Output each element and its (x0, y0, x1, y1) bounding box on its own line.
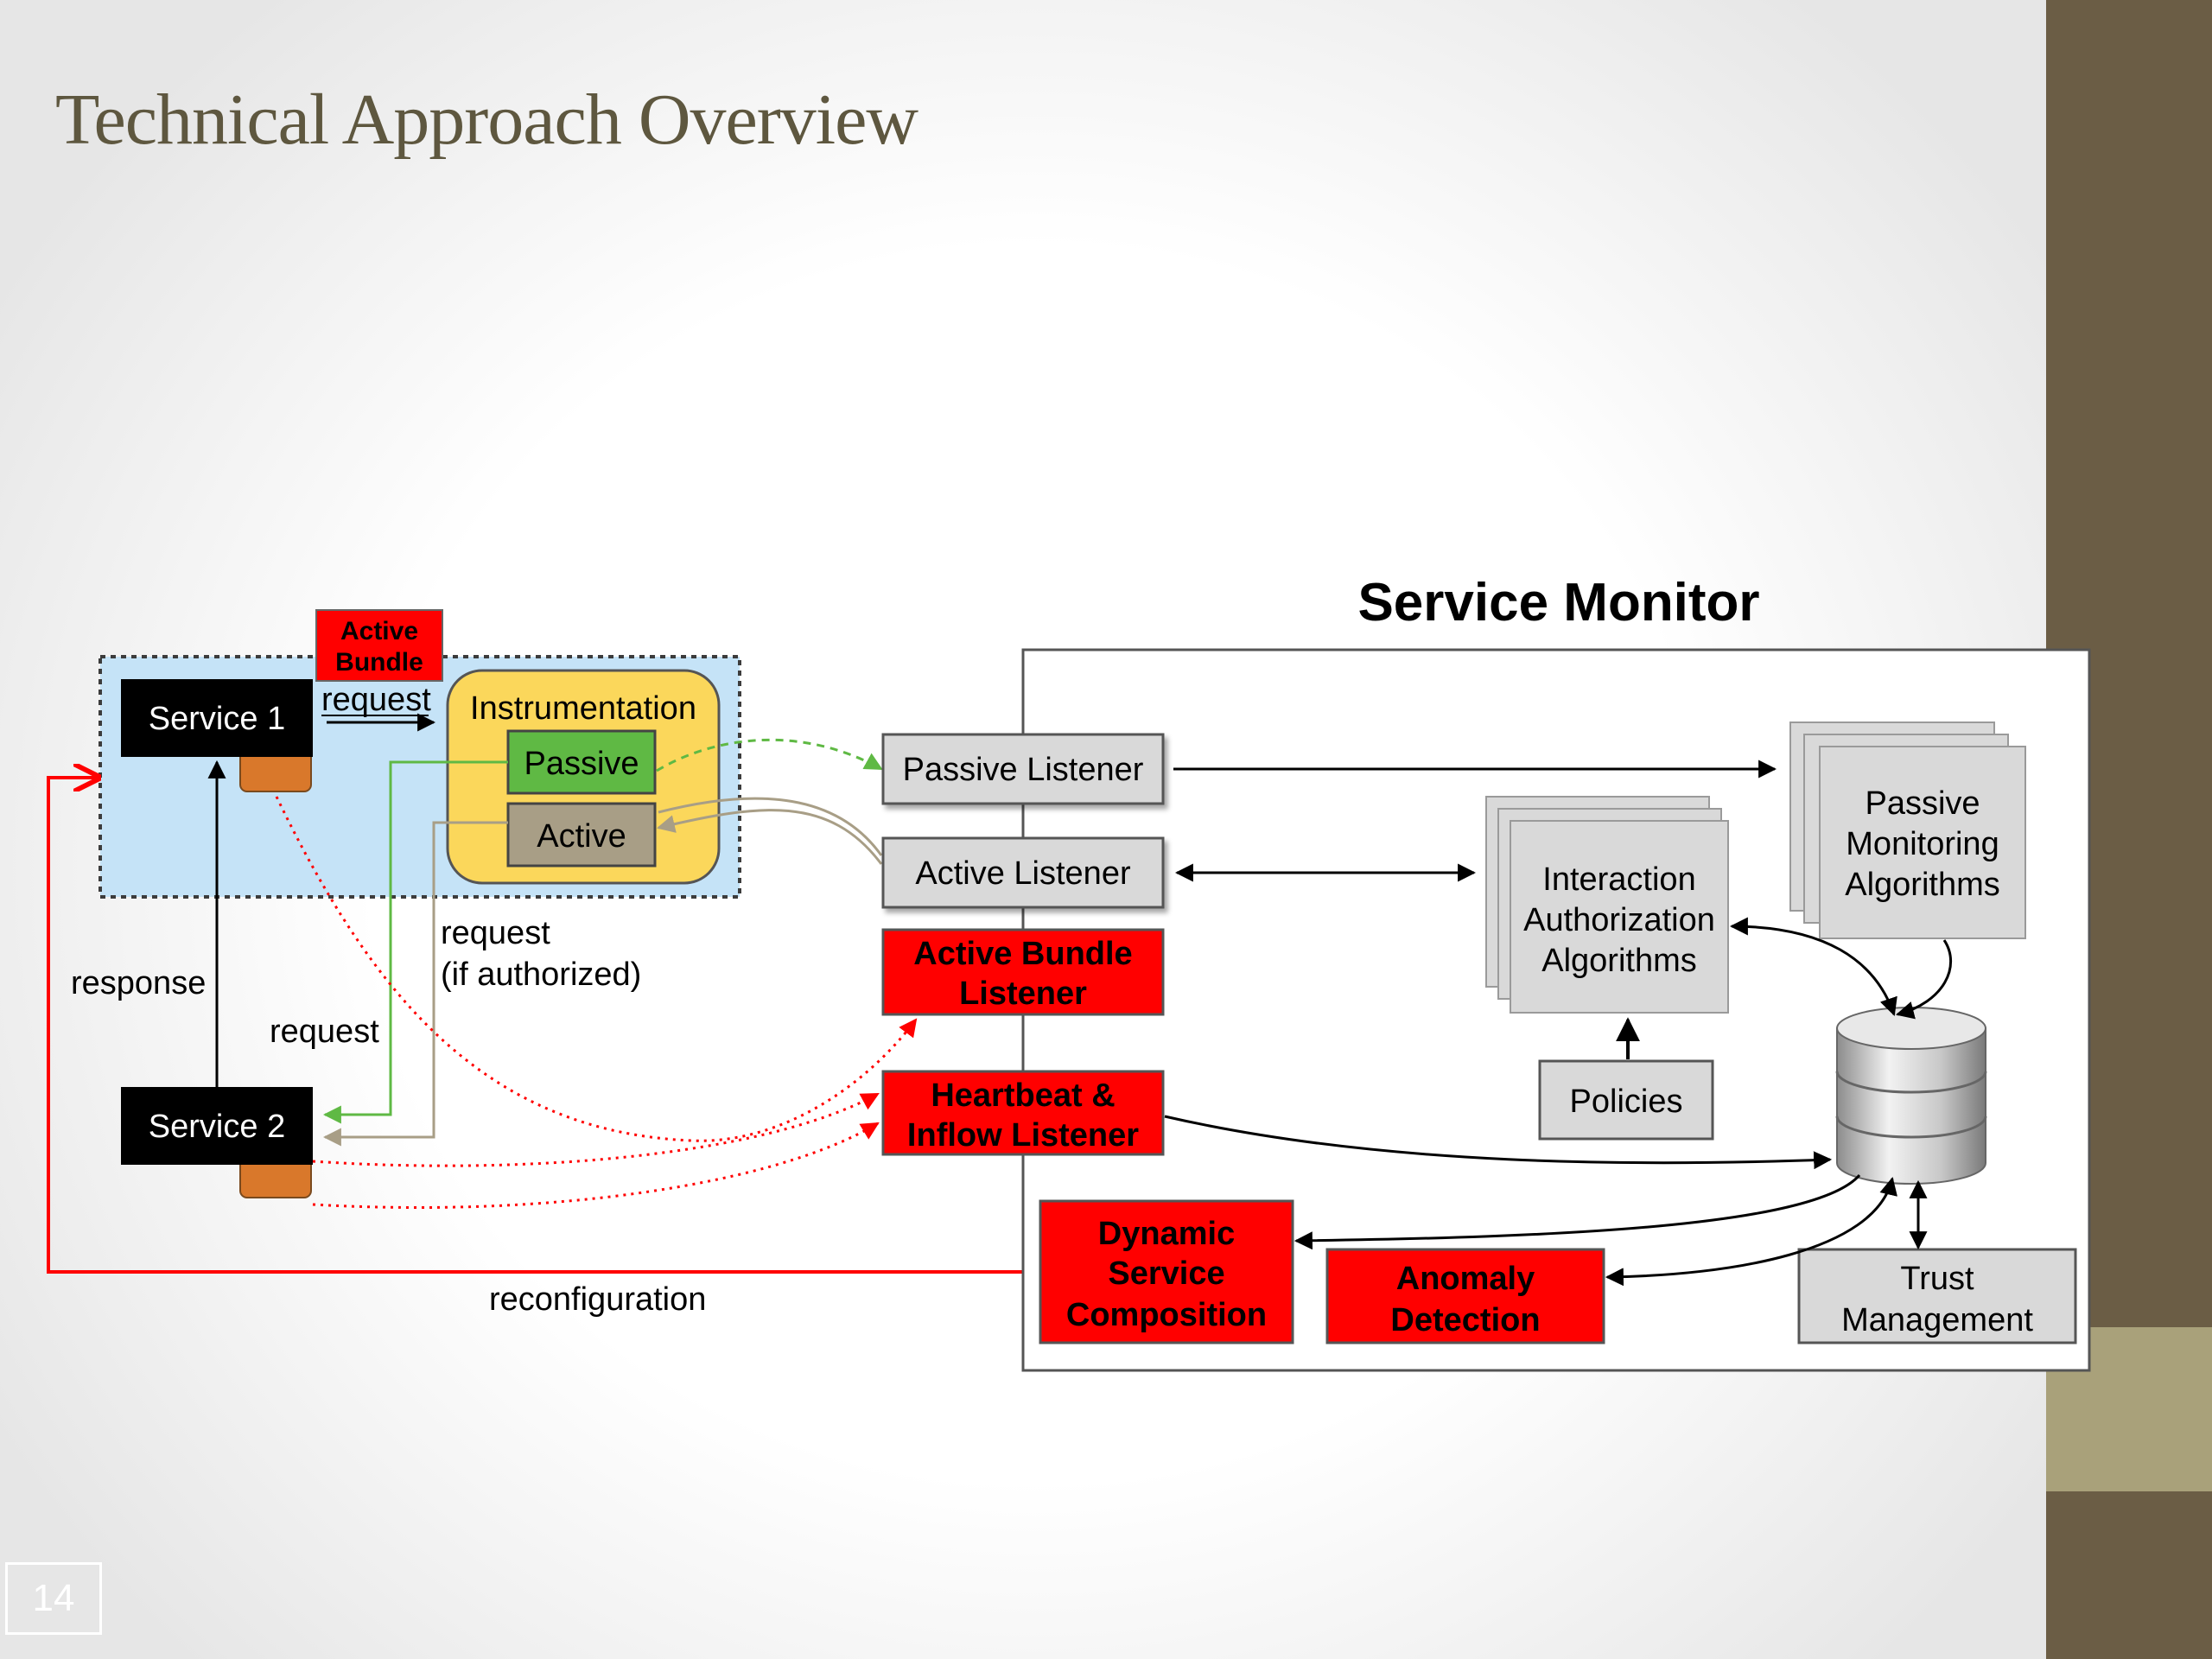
service1-label: Service 1 (149, 701, 285, 737)
request-if-authorized-line2: (if authorized) (441, 957, 641, 993)
dynamic-composition-box (1039, 1199, 1294, 1344)
active-listener-label: Active Listener (915, 855, 1131, 892)
trust-management-line1: Trust (1900, 1261, 1974, 1297)
active-request-path (322, 821, 508, 1147)
service-monitor-title: Service Monitor (1357, 573, 1759, 632)
database-anomaly-arrow (1605, 1176, 1897, 1287)
active-to-listener-line (658, 797, 883, 856)
active-bundle-tag-line2: Bundle (335, 648, 423, 677)
listener-to-active-arrow (656, 809, 883, 865)
service2-box (121, 1087, 313, 1165)
passive-label: Passive (524, 746, 639, 782)
passive-request-path (322, 760, 508, 1124)
passive-algorithms-to-database-arrow (1895, 939, 1953, 1020)
heartbeat-listener-line1: Heartbeat & (931, 1077, 1115, 1114)
response-label: response (71, 965, 206, 1001)
passive-algorithms-line1: Passive (1865, 785, 1980, 822)
active-listener-box (881, 836, 1165, 909)
heartbeat-to-database-arrow (1164, 1115, 1833, 1170)
trust-management-line2: Management (1841, 1302, 2033, 1338)
interaction-algorithms-line3: Algorithms (1541, 943, 1697, 979)
active-box (506, 802, 657, 868)
active-bundle-listener-line2: Listener (959, 976, 1087, 1012)
service1-to-bundle-listener-dotted (275, 796, 918, 1142)
request-if-authorized-line1: request (441, 915, 550, 951)
anomaly-detection-box (1325, 1248, 1605, 1344)
slide-title: Technical Approach Overview (55, 79, 918, 160)
passive-listener-box (881, 733, 1165, 805)
passive-algorithms-box (1819, 746, 2026, 939)
active-label: Active (537, 818, 626, 855)
heartbeat-listener-box (881, 1070, 1165, 1156)
request-top-label: request (321, 682, 431, 718)
anomaly-detection-line2: Detection (1390, 1302, 1540, 1338)
passive-listener-label: Passive Listener (903, 752, 1144, 788)
dynamic-composition-line2: Service (1108, 1255, 1224, 1292)
reconfiguration-label: reconfiguration (489, 1281, 706, 1318)
passive-algorithms-line2: Monitoring (1846, 826, 1999, 862)
interaction-algorithms-box (1510, 820, 1729, 1014)
active-bundle-tag (315, 609, 443, 682)
service1-box (121, 679, 313, 757)
anomaly-detection-line1: Anomaly (1396, 1261, 1535, 1297)
policies-box (1538, 1059, 1714, 1141)
dynamic-composition-line3: Composition (1066, 1297, 1267, 1333)
service2-to-heartbeat-dotted-2 (312, 1122, 880, 1210)
database-icon (1835, 1007, 1987, 1185)
active-bundle-listener-box (881, 928, 1165, 1016)
interaction-algorithms-line2: Authorization (1523, 902, 1715, 938)
request-left-label: request (270, 1014, 379, 1050)
heartbeat-listener-line2: Inflow Listener (907, 1117, 1139, 1154)
passive-algorithms-line3: Algorithms (1845, 867, 2000, 903)
interaction-database-arrow (1729, 917, 1897, 1016)
passive-box (506, 729, 657, 795)
page-number: 14 (5, 1562, 102, 1635)
service2-label: Service 2 (149, 1109, 285, 1145)
instrumentation-label: Instrumentation (470, 690, 696, 727)
dynamic-composition-line1: Dynamic (1098, 1216, 1235, 1252)
interaction-algorithms-line1: Interaction (1542, 861, 1695, 898)
policies-label: Policies (1570, 1084, 1683, 1120)
active-bundle-listener-line1: Active Bundle (913, 936, 1132, 972)
passive-to-listener-arrow (656, 738, 883, 772)
service2-to-heartbeat-dotted-1 (312, 1092, 880, 1167)
reconfiguration-arrow (47, 778, 1042, 1274)
active-bundle-tag-line1: Active (340, 617, 418, 645)
